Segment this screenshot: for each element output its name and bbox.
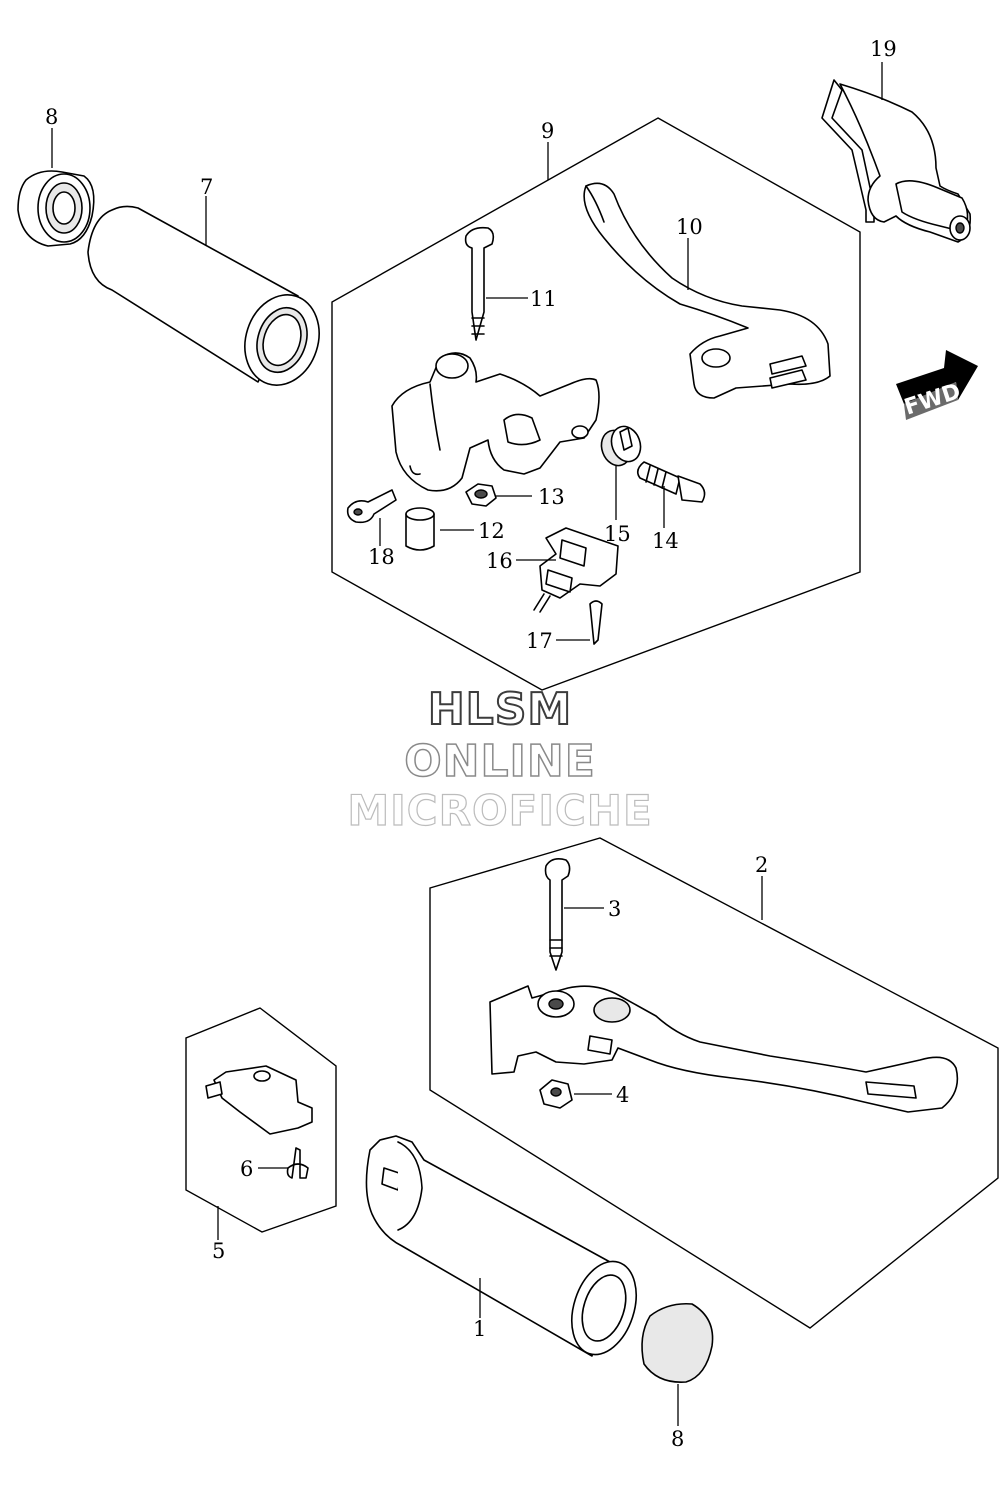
callout-11: 11 [530, 287, 557, 311]
group-2-outline [429, 837, 999, 1329]
part-8-ring-top [17, 170, 95, 247]
callout-7: 7 [200, 175, 213, 199]
callout-8-bottom: 8 [671, 1427, 684, 1451]
part-10-clutch-lever [583, 182, 831, 399]
callout-18: 18 [368, 545, 395, 569]
part-7-grip [87, 205, 320, 386]
part-3-pivot-bolt [544, 858, 571, 971]
part-14-adjuster-bolt [636, 461, 706, 503]
callout-13: 13 [538, 485, 565, 509]
callout-14: 14 [652, 529, 679, 553]
part-17-screw [589, 600, 603, 645]
watermark-line-3: MICROFICHE [347, 785, 653, 835]
callout-8-top: 8 [45, 105, 58, 129]
part-2-brake-lever [489, 985, 959, 1113]
leader-lines [51, 62, 883, 1426]
part-15-adjuster-wheel [600, 425, 642, 467]
callout-9: 9 [541, 119, 554, 143]
part-5-brake-switch [205, 1065, 313, 1135]
part-8-end-cap [641, 1302, 714, 1383]
callout-1: 1 [473, 1317, 486, 1341]
callout-15: 15 [604, 522, 631, 546]
callout-6: 6 [240, 1157, 253, 1181]
part-11-pivot-bolt [464, 226, 495, 341]
watermark-line-2: ONLINE [403, 735, 596, 788]
part-6-screw [286, 1147, 309, 1179]
callout-17: 17 [526, 629, 553, 653]
group-5-outline [185, 1007, 337, 1233]
callout-16: 16 [486, 549, 513, 573]
callout-19: 19 [870, 37, 897, 61]
group-9-outline [331, 117, 861, 691]
callout-3: 3 [608, 897, 621, 921]
part-9-lever-bracket [391, 352, 600, 492]
fwd-arrow-icon: FWD [896, 350, 978, 421]
callout-12: 12 [478, 519, 505, 543]
callout-5: 5 [212, 1239, 225, 1263]
part-19-lever-guard [821, 79, 972, 243]
part-13-nut [465, 483, 497, 507]
part-18-bolt [346, 489, 397, 524]
watermark-line-1: HLSM [427, 683, 573, 736]
part-1-throttle-grip [365, 1135, 637, 1357]
part-4-nut [539, 1079, 573, 1109]
callout-10: 10 [676, 215, 703, 239]
part-12-collar [405, 507, 435, 551]
callout-4: 4 [616, 1083, 629, 1107]
callout-2: 2 [755, 853, 768, 877]
part-16-clutch-switch [533, 527, 619, 613]
